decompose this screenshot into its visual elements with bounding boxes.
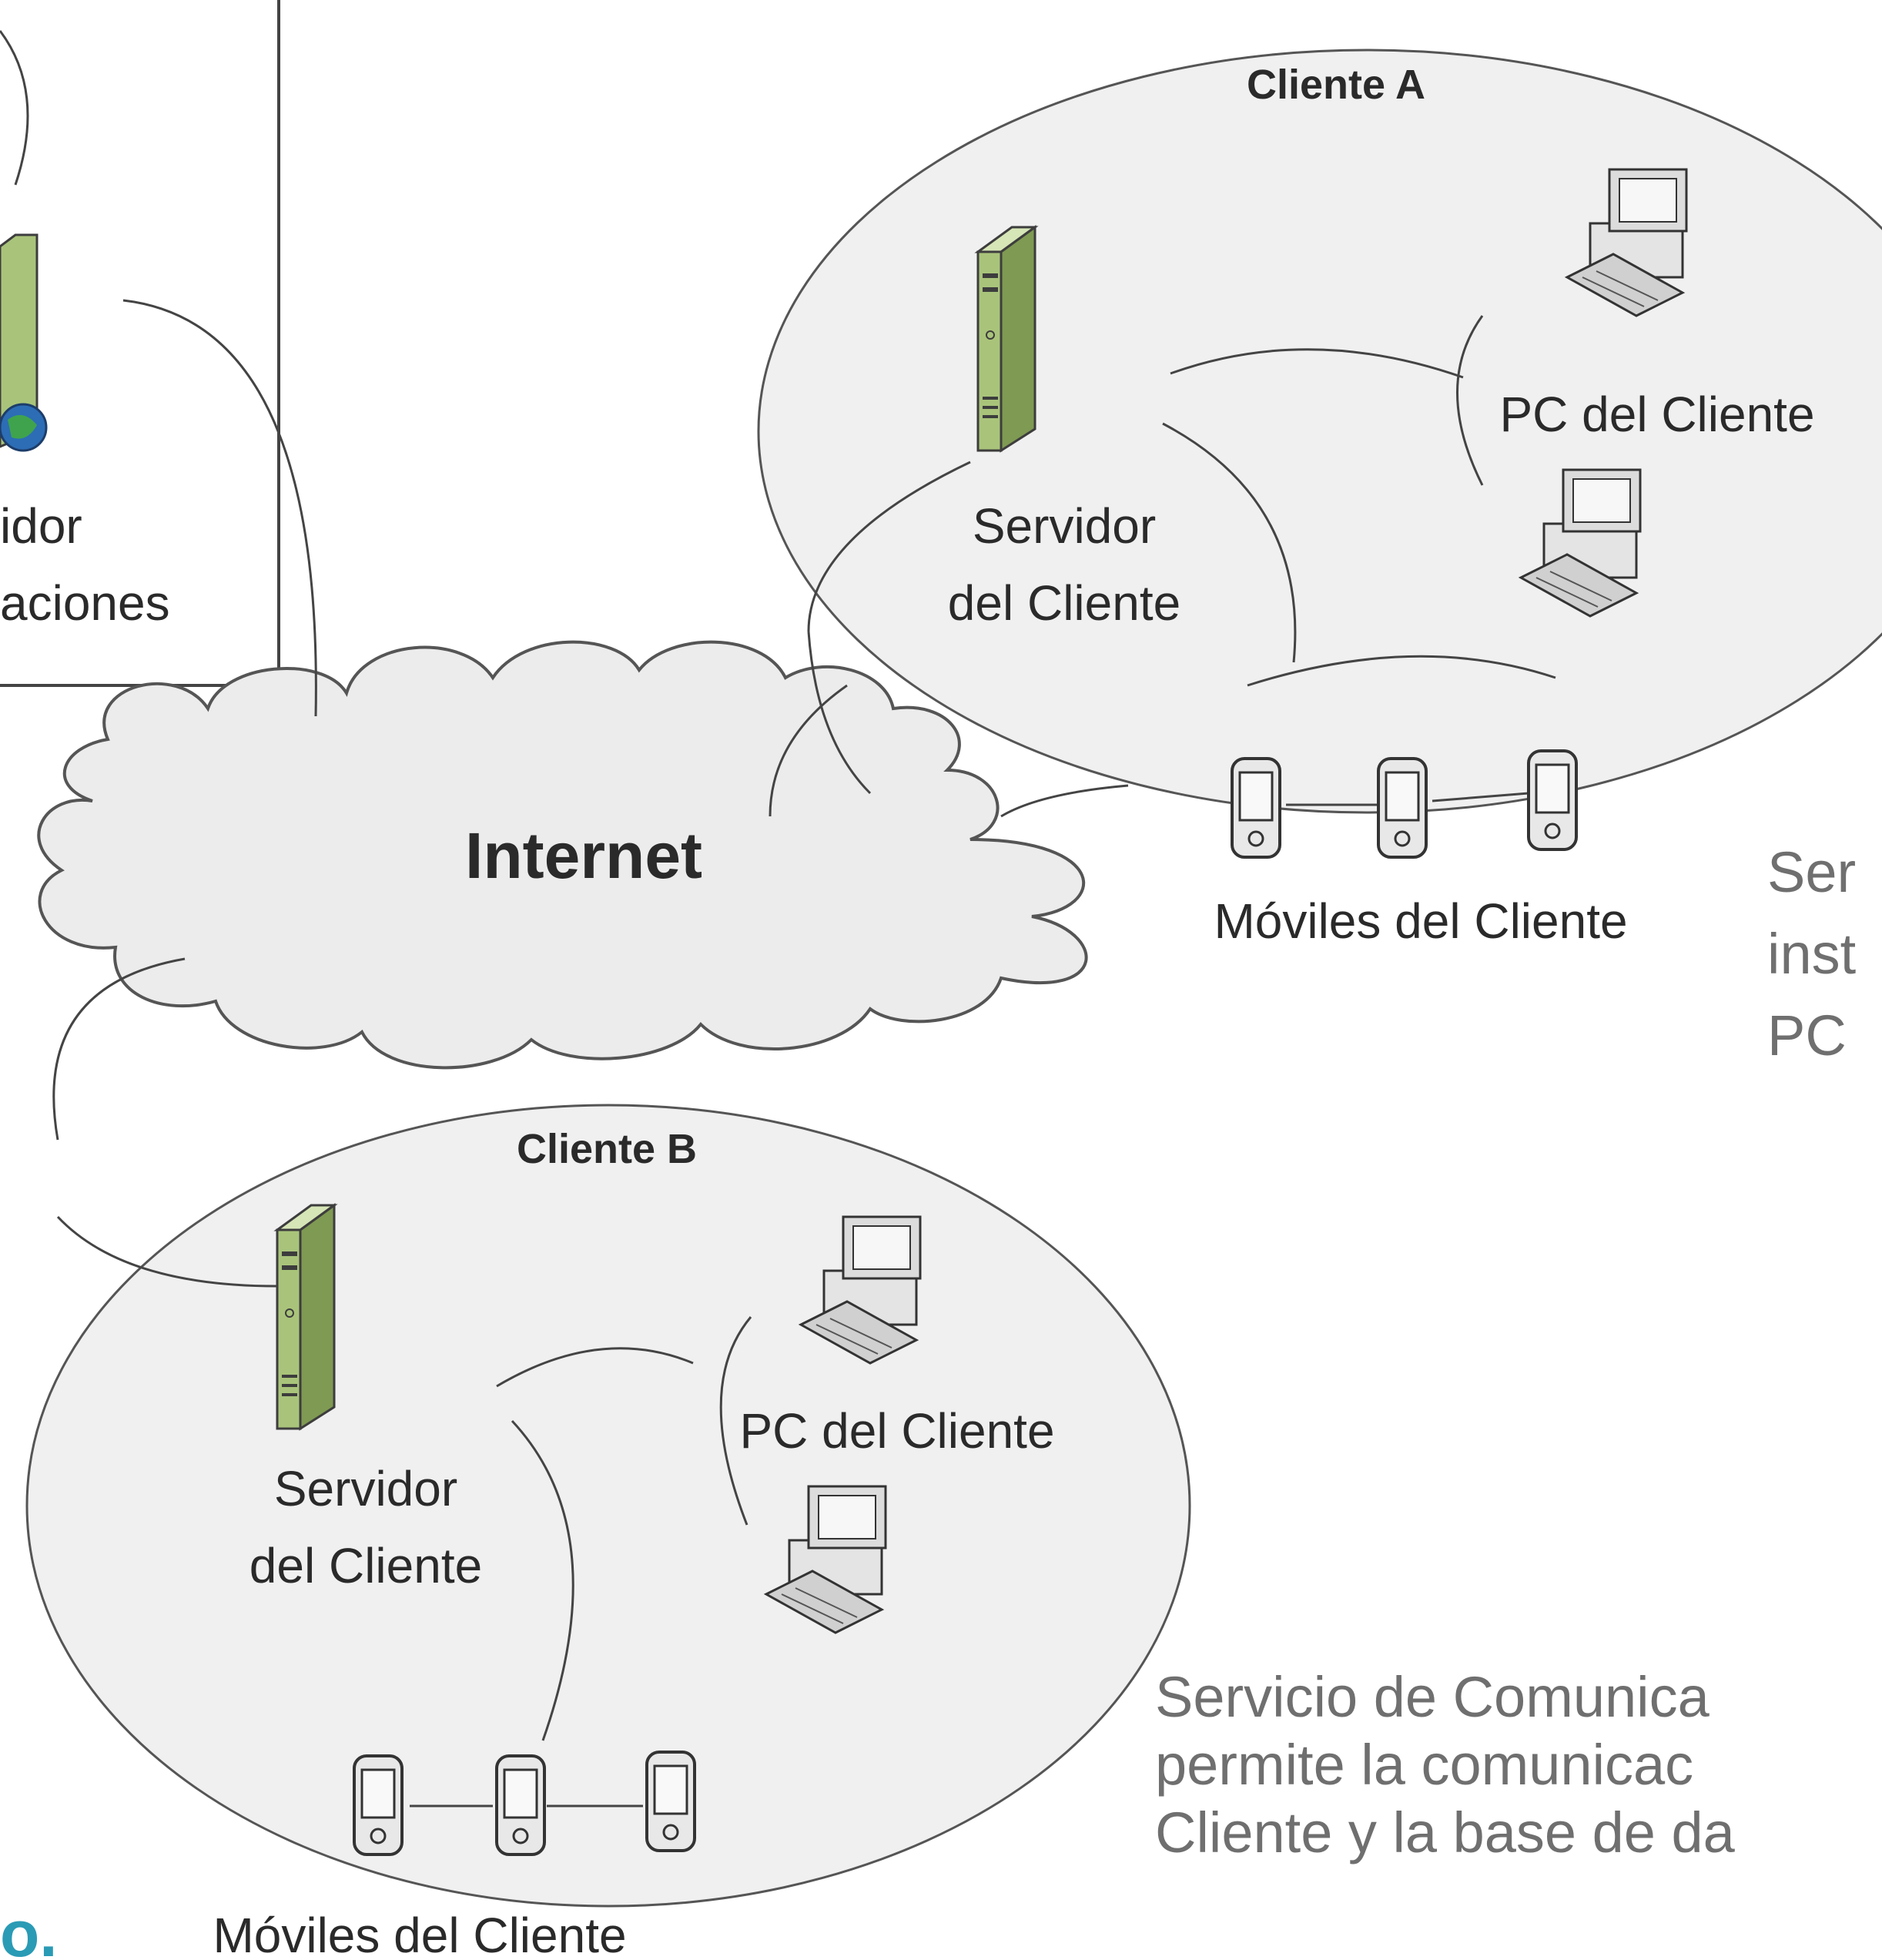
- side-text-2-line-3: Cliente y la base de da: [1155, 1801, 1735, 1865]
- cliente-a-server-label-2: del Cliente: [948, 575, 1180, 631]
- side-text-1: Ser inst PC: [1767, 832, 1856, 1077]
- cliente-a-mobile-icon-3: [1527, 749, 1578, 851]
- cliente-b-title: Cliente B: [517, 1126, 697, 1172]
- cliente-a-server-label-1: Servidor: [973, 498, 1156, 554]
- connections: [52, 299, 1129, 1141]
- cliente-b-mobile-icon-2: [495, 1754, 546, 1856]
- side-text-1-line-3: PC: [1767, 1003, 1847, 1067]
- cliente-b-server-icon: [276, 1204, 336, 1430]
- cliente-a-cluster: Cliente A Servidor del Cliente PC del Cl…: [757, 49, 1882, 859]
- cliente-a-mobile-icon-1: [1231, 757, 1281, 859]
- cliente-b-mobile-label: Móviles del Cliente: [213, 1908, 626, 1960]
- internet-cloud: [37, 640, 1088, 1070]
- internet-label: Internet: [465, 819, 702, 892]
- side-text-2-line-1: Servicio de Comunica: [1155, 1665, 1710, 1729]
- cliente-b-server-label-2: del Cliente: [249, 1538, 482, 1593]
- cliente-a-pc-label: PC del Cliente: [1499, 387, 1814, 442]
- cliente-b-server-label-1: Servidor: [274, 1461, 457, 1516]
- cliente-b-cluster: Cliente B Servidor del Cliente PC del Cl…: [25, 1104, 1191, 1908]
- cliente-a-server-icon: [976, 226, 1036, 452]
- app-server-label-2: aciones: [0, 575, 170, 631]
- app-server-box: idor aciones: [0, 0, 280, 687]
- app-server-label-1: idor: [0, 498, 82, 554]
- side-text-1-line-2: inst: [1767, 922, 1857, 986]
- side-text-1-line-1: Ser: [1767, 840, 1857, 904]
- cliente-b-pc-label: PC del Cliente: [739, 1403, 1054, 1459]
- cliente-a-mobile-label: Móviles del Cliente: [1214, 893, 1627, 949]
- side-text-2-line-2: permite la comunicac: [1155, 1733, 1694, 1797]
- cliente-a-mobile-icon-2: [1377, 757, 1428, 859]
- corner-mark: o.: [0, 1898, 58, 1960]
- cliente-b-mobile-icon-1: [353, 1754, 404, 1856]
- app-server-icon: [0, 233, 48, 452]
- cliente-a-title: Cliente A: [1247, 62, 1425, 108]
- side-text-2: Servicio de Comunica permite la comunica…: [1155, 1663, 1735, 1867]
- cliente-b-mobile-icon-3: [645, 1751, 696, 1852]
